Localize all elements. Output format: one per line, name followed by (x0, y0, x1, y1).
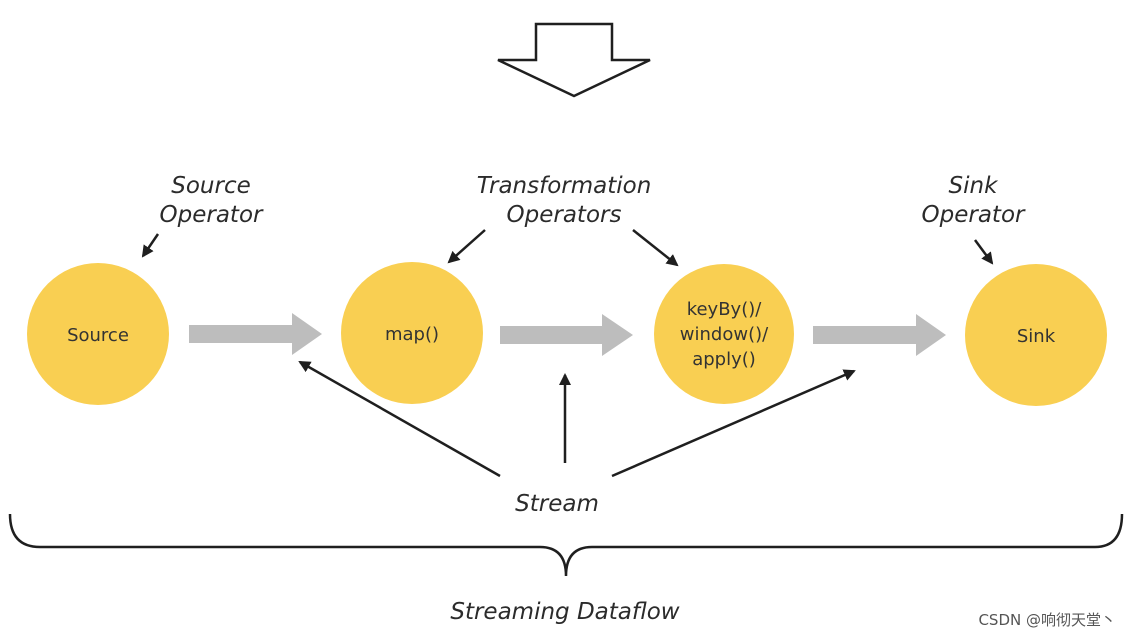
keyby-node-label-line1: keyBy()/ (687, 299, 763, 320)
flow-arrow-keyby-to-sink (813, 314, 946, 356)
flow-arrow-map-to-keyby (500, 314, 633, 356)
dataflow-brace (8, 513, 1124, 577)
source-node-label: Source (67, 325, 129, 346)
sink-node (965, 264, 1107, 406)
stream-pointer-right (611, 369, 856, 478)
keyby-node-label-line2: window()/ (680, 324, 769, 345)
sink-operator-pointer (973, 239, 994, 265)
map-node (341, 262, 483, 404)
source-node (27, 263, 169, 405)
sink-node-label: Sink (1017, 326, 1056, 347)
transformation-pointer-right (632, 229, 679, 267)
down-arrow-icon (497, 22, 651, 98)
source-operator-label-line2: Operator (160, 202, 264, 228)
map-node-label: map() (385, 324, 439, 345)
sink-operator-label-line1: Sink (949, 173, 1000, 199)
transformation-operators-label-line1: Transformation (477, 173, 652, 199)
streaming-dataflow-label: Streaming Dataflow (450, 599, 679, 625)
stream-label: Stream (515, 491, 599, 517)
source-operator-pointer (141, 233, 160, 258)
keyby-node-label-line3: apply() (692, 349, 756, 370)
transformation-pointer-left (447, 229, 486, 264)
sink-operator-label-line2: Operator (922, 202, 1026, 228)
transformation-operators-label-line2: Operators (507, 202, 622, 228)
source-operator-label-line1: Source (171, 173, 251, 199)
watermark: CSDN @响彻天堂丶 (978, 611, 1116, 629)
keyby-window-apply-node (654, 264, 794, 404)
stream-pointer-left (298, 360, 501, 478)
flow-arrow-source-to-map (189, 313, 322, 355)
